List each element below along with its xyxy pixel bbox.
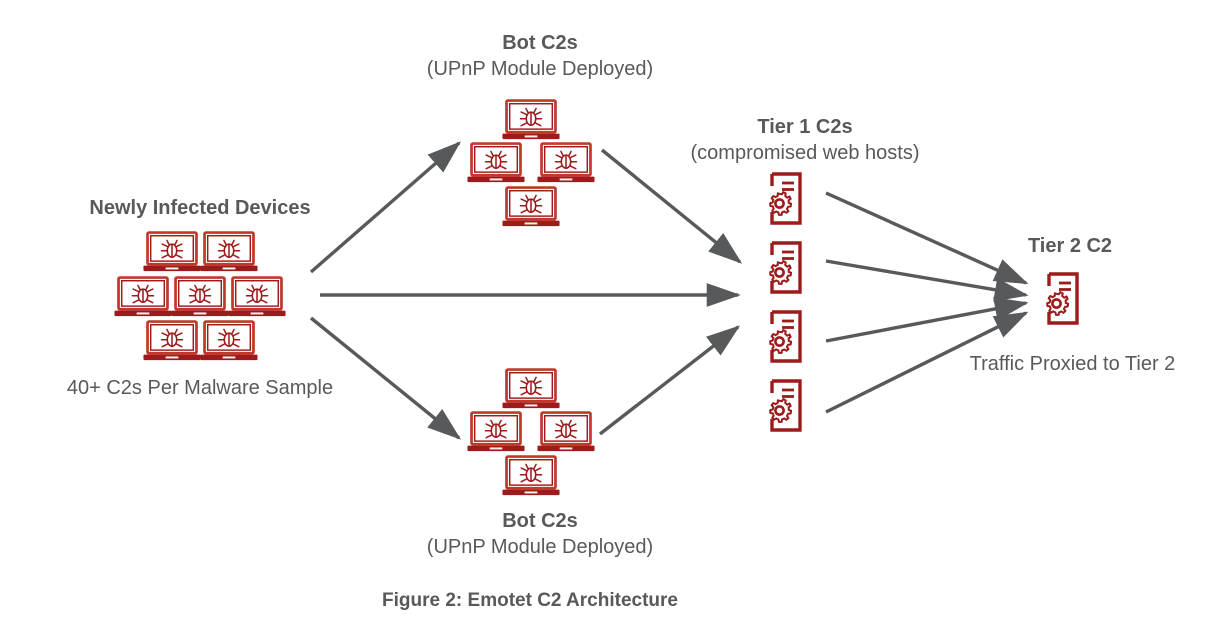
infected-laptop-icon-bot-c2-bottom-2 xyxy=(467,411,525,454)
infected-laptop-icon-device-4 xyxy=(171,276,229,319)
bot-c2s-bottom-subtitle: (UPnP Module Deployed) xyxy=(426,536,654,559)
infected-laptop-icon-bot-c2-top-1 xyxy=(502,99,560,142)
server-gear-icon-tier1-c2-2 xyxy=(766,241,806,294)
infected-laptop-icon-device-5 xyxy=(228,276,286,319)
newly-infected-devices-title: Newly Infected Devices xyxy=(89,197,311,219)
bot-c2s-bottom-label-group: Bot C2s (UPnP Module Deployed) xyxy=(380,508,700,561)
server-gear-icon-tier1-c2-4 xyxy=(766,379,806,432)
server-gear-icon-tier1-c2-1 xyxy=(766,172,806,225)
tier2-title: Tier 2 C2 xyxy=(1027,235,1113,257)
bot-c2s-bottom-title: Bot C2s xyxy=(502,510,578,532)
infected-laptop-icon-bot-c2-top-4 xyxy=(502,186,560,229)
bot-c2s-top-title: Bot C2s xyxy=(502,32,578,54)
arrow-bot-c2s-bottom-to-tier1 xyxy=(598,325,741,436)
bot-c2s-top-subtitle: (UPnP Module Deployed) xyxy=(426,58,654,81)
infected-laptop-icon-device-7 xyxy=(200,320,258,363)
infected-laptop-icon-bot-c2-top-2 xyxy=(467,142,525,185)
arrow-tier1-2-to-tier2 xyxy=(825,259,1029,302)
tier1-title: Tier 1 C2s xyxy=(757,116,853,138)
infected-laptop-icon-device-2 xyxy=(200,231,258,274)
infected-laptop-icon-bot-c2-top-3 xyxy=(537,142,595,185)
newly-infected-devices-note: 40+ C2s Per Malware Sample xyxy=(66,377,334,399)
infected-laptop-icon-bot-c2-bottom-3 xyxy=(537,411,595,454)
infected-laptop-icon-device-1 xyxy=(143,231,201,274)
arrow-bot-c2s-top-to-tier1 xyxy=(600,148,743,264)
infected-laptop-icon-device-3 xyxy=(114,276,172,319)
figure-caption: Figure 2: Emotet C2 Architecture xyxy=(382,590,678,611)
traffic-proxied-label: Traffic Proxied to Tier 2 xyxy=(969,353,1176,375)
infected-laptop-icon-bot-c2-bottom-1 xyxy=(502,368,560,411)
server-gear-icon-tier2-c2 xyxy=(1043,272,1083,325)
infected-laptop-icon-device-6 xyxy=(143,320,201,363)
tier1-label-group: Tier 1 C2s (compromised web hosts) xyxy=(645,114,965,167)
bot-c2s-top-label-group: Bot C2s (UPnP Module Deployed) xyxy=(380,30,700,83)
arrow-tier1-3-to-tier2 xyxy=(825,297,1029,343)
server-gear-icon-tier1-c2-3 xyxy=(766,310,806,363)
infected-laptop-icon-bot-c2-bottom-4 xyxy=(502,455,560,498)
tier1-subtitle: (compromised web hosts) xyxy=(690,142,920,165)
